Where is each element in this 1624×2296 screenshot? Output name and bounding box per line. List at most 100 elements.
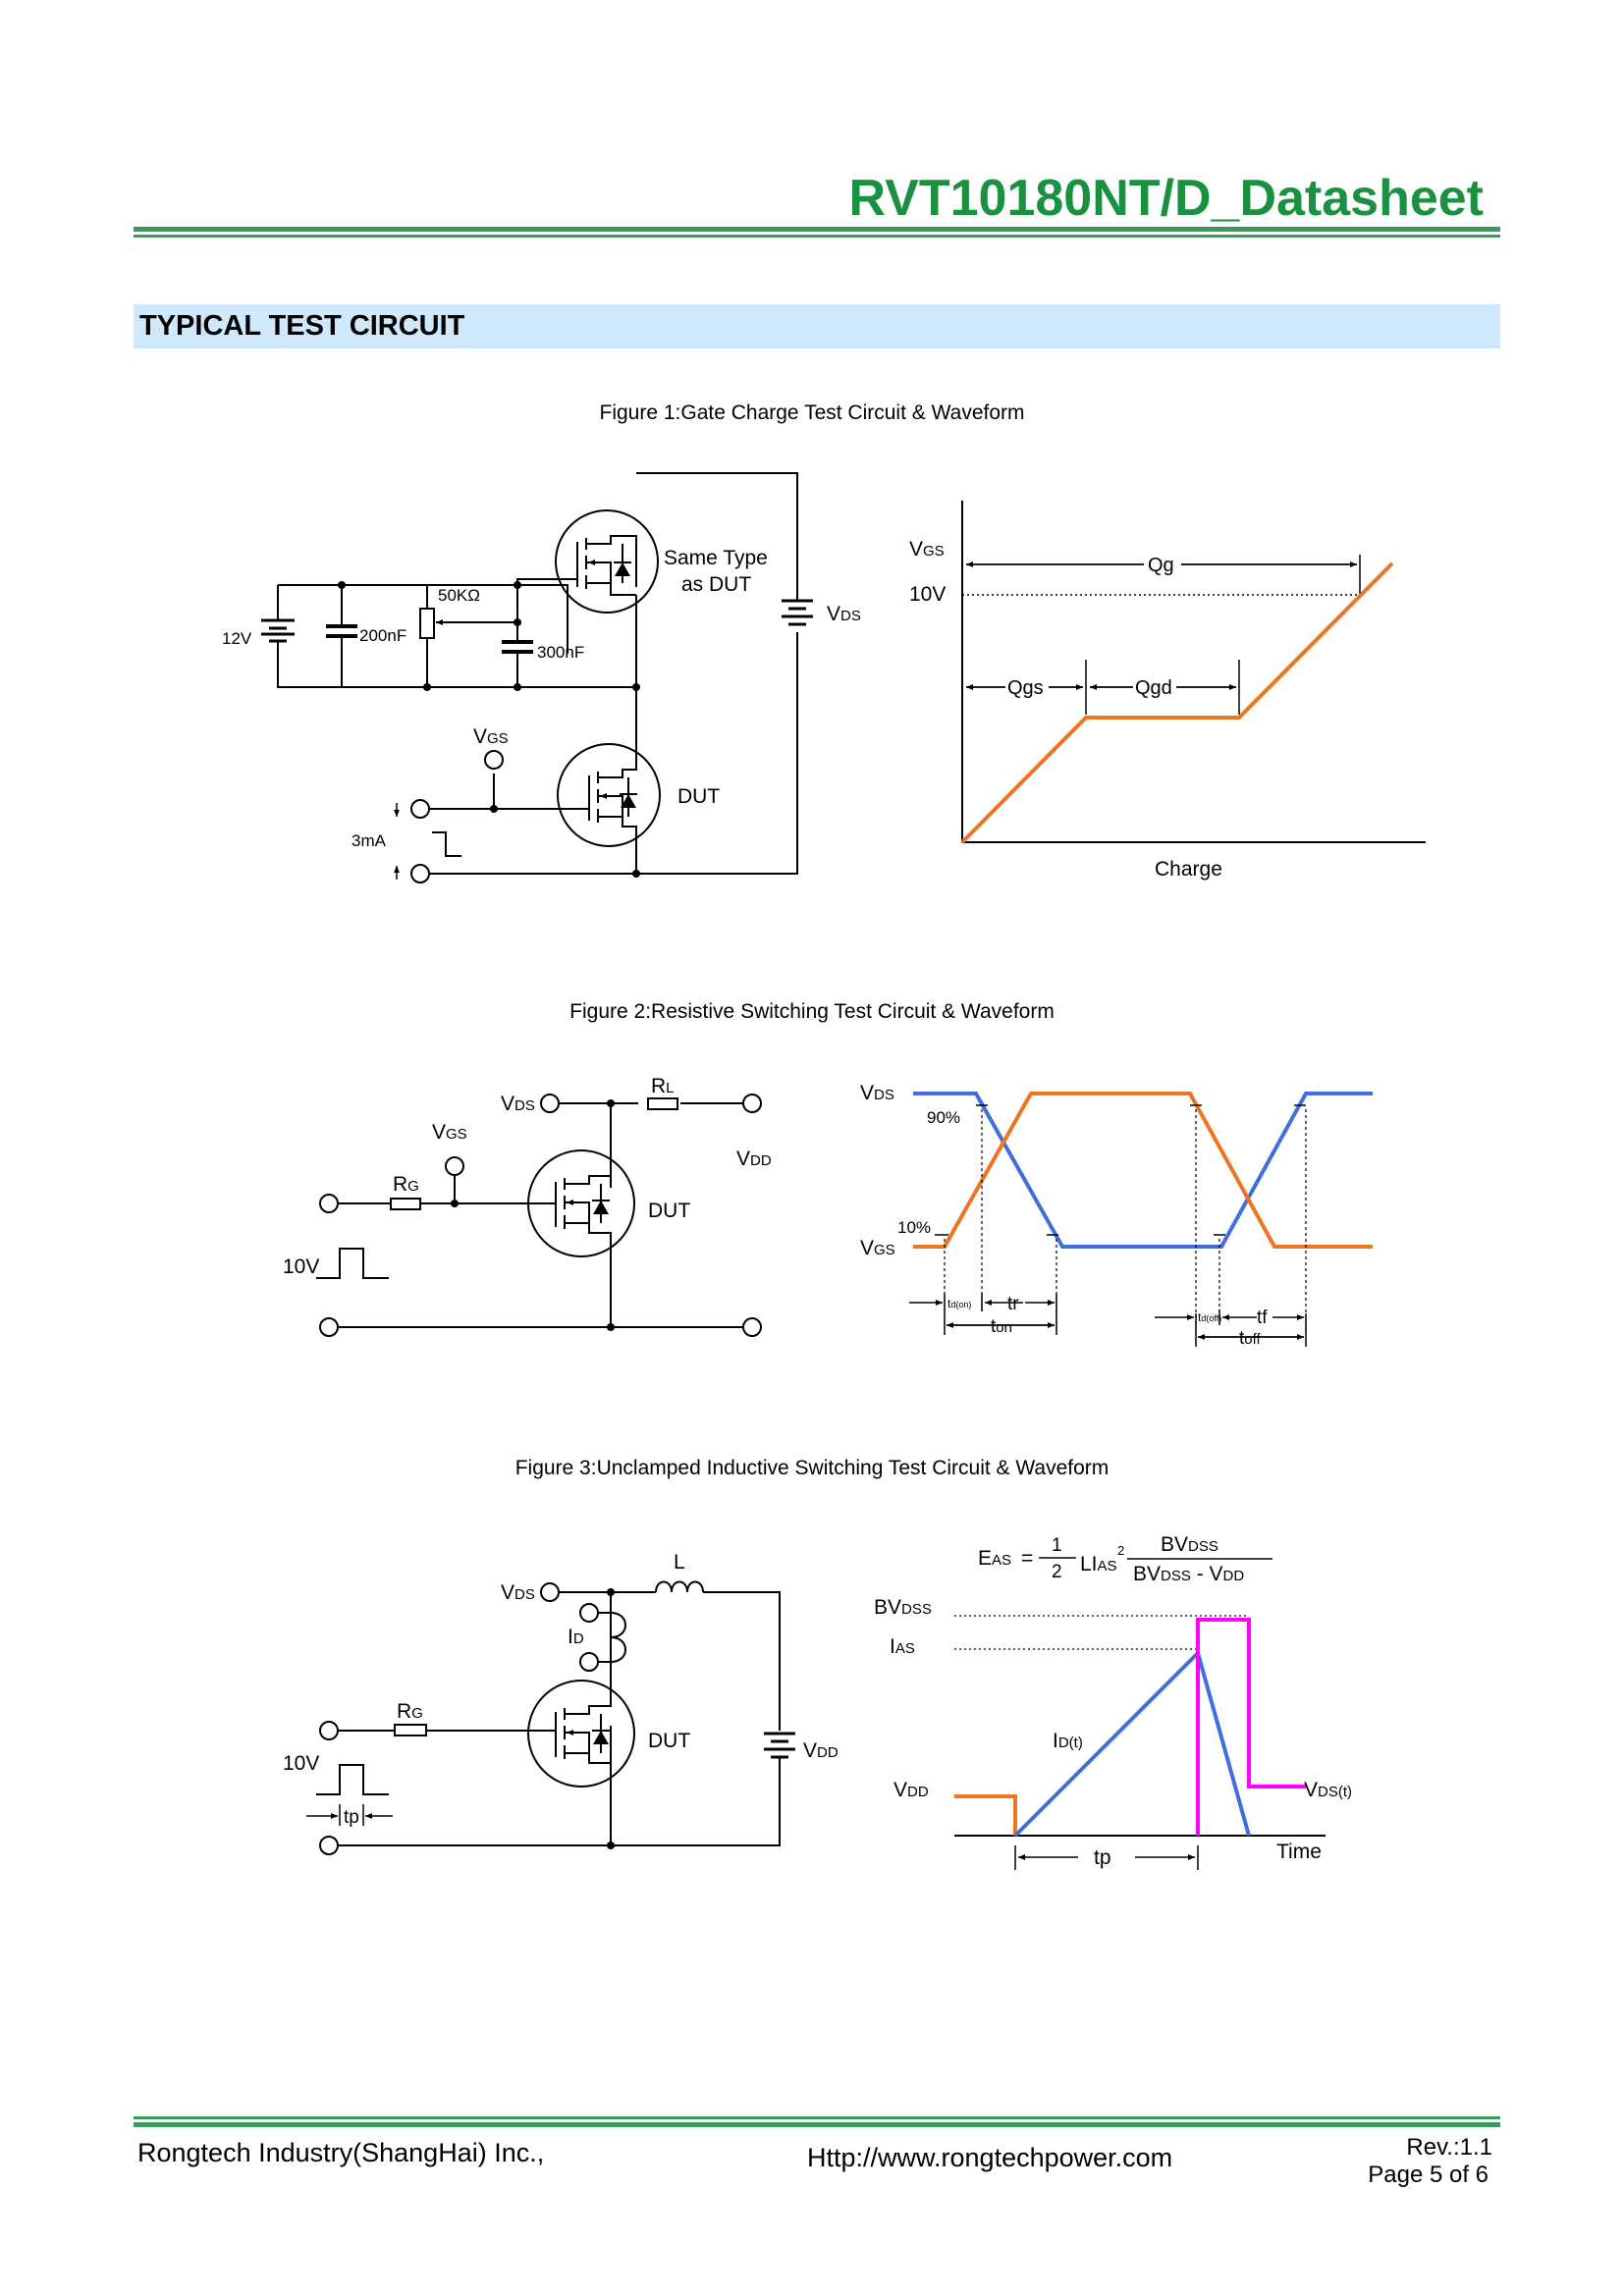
resistor-50k-symbol	[419, 608, 435, 639]
document-title: RVT10180NT/D_Datasheet	[848, 170, 1484, 227]
wave-label-tp: tp	[1094, 1846, 1111, 1869]
pulse-icon	[316, 1764, 389, 1795]
figure1-circuit	[277, 472, 798, 875]
section-title: TYPICAL TEST CIRCUIT	[139, 310, 465, 342]
vds-terminal	[540, 1094, 560, 1113]
header-rule	[134, 227, 1500, 232]
id-probe-top	[579, 1603, 599, 1623]
node-dot	[607, 1099, 615, 1107]
footer-company: Rongtech Industry(ShangHai) Inc.,	[137, 2138, 545, 2167]
body-diode-icon	[615, 562, 630, 576]
resistor-rl-symbol	[647, 1097, 678, 1110]
label-3ma: 3mA	[352, 831, 387, 850]
wave-label-90: 90%	[927, 1108, 960, 1127]
mosfet-dut-symbol	[527, 1679, 635, 1788]
return-terminal	[742, 1317, 762, 1337]
pulse-icon	[432, 831, 461, 857]
label-dut: DUT	[648, 1730, 690, 1752]
node-dot	[632, 870, 640, 878]
wave-label-time: Time	[1276, 1841, 1322, 1863]
wave-label-toff: toff	[1239, 1328, 1262, 1349]
eas-formula	[1039, 1557, 1272, 1560]
eas-li: LIAS	[1080, 1553, 1117, 1575]
footer-rule	[134, 2116, 1500, 2119]
label-vds: VDS	[501, 1581, 535, 1604]
label-rg: RG	[393, 1173, 419, 1196]
wave-label-qgd: Qgd	[1135, 677, 1172, 699]
figure2-circuit	[338, 1102, 743, 1328]
footer-url[interactable]: Http://www.rongtechpower.com	[807, 2143, 1173, 2172]
source-terminal	[319, 1836, 339, 1855]
node-dot	[338, 581, 346, 589]
node-dot	[607, 1842, 615, 1849]
body-diode-icon	[593, 1201, 609, 1214]
wave-label-ton: ton	[991, 1316, 1012, 1337]
resistive-switching-waveform	[909, 1092, 1373, 1347]
node-dot	[514, 581, 521, 589]
node-dot	[632, 683, 640, 691]
wave-label-charge: Charge	[1155, 858, 1222, 881]
label-10v: 10V	[283, 1752, 319, 1775]
battery-12v-symbol	[261, 618, 295, 643]
node-dot	[514, 618, 521, 626]
eas-label: EAS	[978, 1547, 1011, 1570]
resistor-rg-symbol	[394, 1724, 427, 1736]
node-dot	[451, 1200, 459, 1207]
gate-terminal	[319, 1721, 339, 1740]
label-vdd: VDD	[736, 1148, 772, 1170]
footer-page-number: Page 5 of 6	[1368, 2162, 1489, 2188]
node-dot	[607, 1588, 615, 1596]
footer-revision: Rev.:1.1	[1406, 2134, 1492, 2161]
wave-label-idt: ID(t)	[1053, 1730, 1083, 1752]
label-200nf: 200nF	[359, 626, 406, 645]
body-diode-icon	[593, 1731, 609, 1744]
capacitor-200nf-symbol	[326, 624, 357, 638]
vdd-terminal	[742, 1094, 762, 1113]
source-terminal	[319, 1317, 339, 1337]
gate-charge-waveform	[960, 501, 1426, 844]
wave-label-ias: IAS	[890, 1635, 915, 1658]
node-dot	[423, 683, 431, 691]
vgs-terminal	[484, 750, 504, 770]
capacitor-300nf-symbol	[502, 640, 533, 654]
label-dut: DUT	[648, 1200, 690, 1222]
wave-label-tr: tr	[1007, 1294, 1019, 1314]
eas-denominator: BVDSS - VDD	[1133, 1563, 1244, 1585]
wave-label-tdon: td(on)	[947, 1297, 971, 1310]
uis-waveform	[954, 1615, 1326, 1870]
label-vgs: VGS	[432, 1121, 467, 1144]
label-same-type: Same Type	[664, 547, 768, 569]
label-l: L	[674, 1551, 685, 1574]
mosfet-same-type-symbol	[555, 509, 659, 614]
resistor-rg-symbol	[390, 1198, 421, 1210]
battery-vdd-symbol	[764, 1732, 795, 1759]
source-terminal	[410, 864, 430, 883]
wave-label-bvdss: BVDSS	[874, 1596, 932, 1619]
body-diode-icon	[621, 794, 636, 808]
label-vds: VDS	[827, 603, 861, 625]
label-vgs: VGS	[473, 725, 509, 748]
label-300nf: 300nF	[537, 643, 584, 662]
label-rg: RG	[397, 1700, 423, 1723]
pulse-icon	[316, 1248, 389, 1279]
vds-terminal	[540, 1582, 560, 1602]
wave-label-vdst: VDS(t)	[1304, 1779, 1352, 1801]
label-id: ID	[568, 1626, 584, 1648]
label-vds: VDS	[501, 1093, 535, 1115]
figure3-caption: Figure 3:Unclamped Inductive Switching T…	[514, 1457, 1110, 1479]
label-dut: DUT	[677, 785, 720, 808]
eas-half-denominator: 2	[1052, 1562, 1062, 1582]
wave-label-vgs: VGS	[860, 1237, 895, 1259]
eas-half-numerator: 1	[1052, 1535, 1062, 1556]
section-header: TYPICAL TEST CIRCUIT	[134, 304, 1500, 348]
wave-label-qgs: Qgs	[1007, 677, 1044, 699]
wave-label-10v: 10V	[909, 583, 946, 606]
eas-equals: =	[1021, 1547, 1033, 1570]
label-10v: 10V	[283, 1255, 319, 1278]
wave-label-10: 10%	[897, 1218, 931, 1237]
wave-label-tf: tf	[1257, 1308, 1268, 1328]
wave-label-vds: VDS	[860, 1082, 894, 1104]
wave-label-vgs: VGS	[909, 538, 945, 561]
wave-label-vdd: VDD	[893, 1779, 929, 1801]
